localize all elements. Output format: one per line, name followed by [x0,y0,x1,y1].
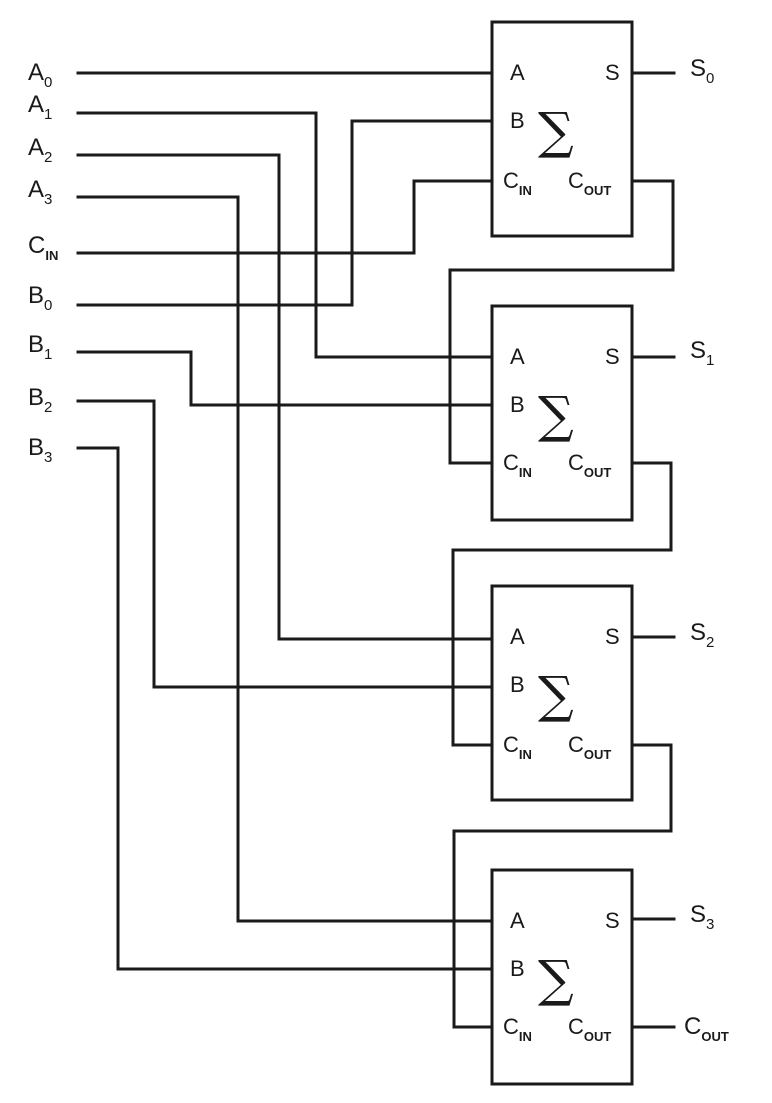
port-cout-label: COUT [568,450,611,480]
wire-carry-2-3 [452,743,673,1029]
port-cout-label: COUT [568,1014,611,1044]
port-cin-label: CIN [503,450,532,480]
input-label-b0: B0 [28,282,52,314]
input-label-b2: B2 [28,384,52,416]
port-s-label: S [605,60,620,85]
input-label-a3: A3 [28,176,52,208]
output-label-s0: S0 [690,55,714,87]
port-a-label: A [510,344,525,369]
port-cout-label: COUT [568,732,611,762]
input-labels: A0 A1 A2 A3 CIN B0 B1 B2 B3 [28,59,58,466]
output-label-s3: S3 [690,901,714,933]
port-a-label: A [510,908,525,933]
sigma-icon: ∑ [538,386,574,444]
wire-carry-0-1 [448,179,675,465]
input-label-b1: B1 [28,331,52,363]
sigma-icon: ∑ [538,102,574,160]
wire-a3 [76,195,494,923]
port-cin-label: CIN [503,732,532,762]
full-adder-0: A B CIN S COUT ∑ [490,20,634,238]
wire-b0 [76,119,494,307]
port-s-label: S [605,624,620,649]
wire-b3 [76,446,494,971]
input-label-a2: A2 [28,134,52,166]
wire-carry-1-2 [451,461,673,747]
full-adder-2: A B CIN S COUT ∑ [490,584,634,802]
full-adder-3: A B CIN S COUT ∑ [490,868,634,1086]
port-s-label: S [605,908,620,933]
wire-cin [76,179,494,255]
port-a-label: A [510,60,525,85]
port-b-label: B [510,672,525,697]
wire-b2 [76,399,494,689]
adder-box [490,304,634,522]
input-label-a0: A0 [28,59,52,91]
input-label-cin: CIN [28,232,58,263]
input-label-a1: A1 [28,91,52,123]
port-cout-label: COUT [568,168,611,198]
wire-a2 [76,153,494,641]
wire-a1 [76,111,494,359]
sigma-icon: ∑ [538,666,574,724]
adder-box [490,584,634,802]
port-cin-label: CIN [503,168,532,198]
port-b-label: B [510,392,525,417]
sigma-icon: ∑ [538,950,574,1008]
adder-box [490,868,634,1086]
port-s-label: S [605,344,620,369]
output-label-s1: S1 [690,337,714,369]
output-label-cout: COUT [684,1013,729,1044]
wire-b1 [76,350,494,407]
port-a-label: A [510,624,525,649]
wires [76,71,676,1029]
port-b-label: B [510,956,525,981]
adder-box [490,20,634,238]
port-cin-label: CIN [503,1014,532,1044]
input-label-b3: B3 [28,434,52,466]
full-adder-1: A B CIN S COUT ∑ [490,304,634,522]
output-label-s2: S2 [690,619,714,651]
port-b-label: B [510,108,525,133]
output-labels: S0 S1 S2 S3 COUT [684,55,729,1044]
